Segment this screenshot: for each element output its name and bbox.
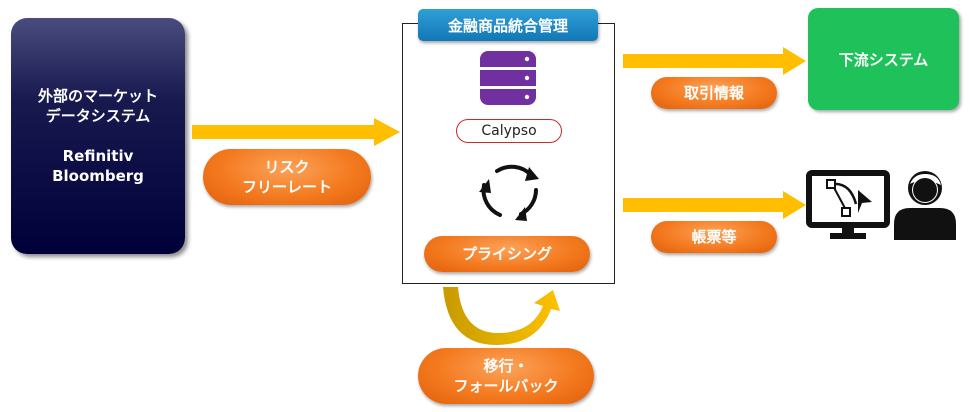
downstream-label: 下流システム [838, 50, 929, 69]
calypso-label: Calypso [456, 119, 562, 143]
migration-pill-line2: フォールバック [453, 377, 559, 395]
user-icon [894, 171, 956, 240]
migration-fallback-pill: 移行・ フォールバック [418, 348, 594, 404]
trade-info-label: 取引情報 [683, 84, 744, 102]
downstream-system-box: 下流システム [808, 8, 959, 110]
trade-info-pill: 取引情報 [651, 77, 777, 109]
reports-label: 帳票等 [691, 228, 737, 246]
pricing-label: プライシング [461, 245, 552, 263]
external-market-data-box: 外部のマーケット データシステム Refinitiv Bloomberg [11, 18, 185, 254]
system-title: 金融商品統合管理 [418, 9, 598, 41]
database-icon [480, 51, 536, 105]
arrow-migration-fallback [443, 287, 560, 346]
risk-free-rate-pill: リスク フリーレート [203, 149, 371, 205]
source-title-line2: データシステム [45, 107, 151, 125]
vendor-bloomberg: Bloomberg [52, 167, 144, 185]
arrow-system-to-user [623, 191, 806, 219]
monitor-chart-icon [806, 170, 890, 239]
migration-pill-line1: 移行・ [483, 357, 529, 375]
arrow-system-to-downstream [623, 47, 806, 75]
pricing-pill: プライシング [424, 236, 590, 272]
arrow-source-to-system [192, 118, 400, 146]
risk-pill-line2: フリーレート [241, 178, 332, 196]
refresh-cycle-icon [479, 164, 539, 221]
vendor-refinitiv: Refinitiv [62, 147, 134, 165]
risk-pill-line1: リスク [264, 158, 310, 176]
source-title-line1: 外部のマーケット [37, 87, 158, 105]
reports-pill: 帳票等 [651, 221, 777, 253]
